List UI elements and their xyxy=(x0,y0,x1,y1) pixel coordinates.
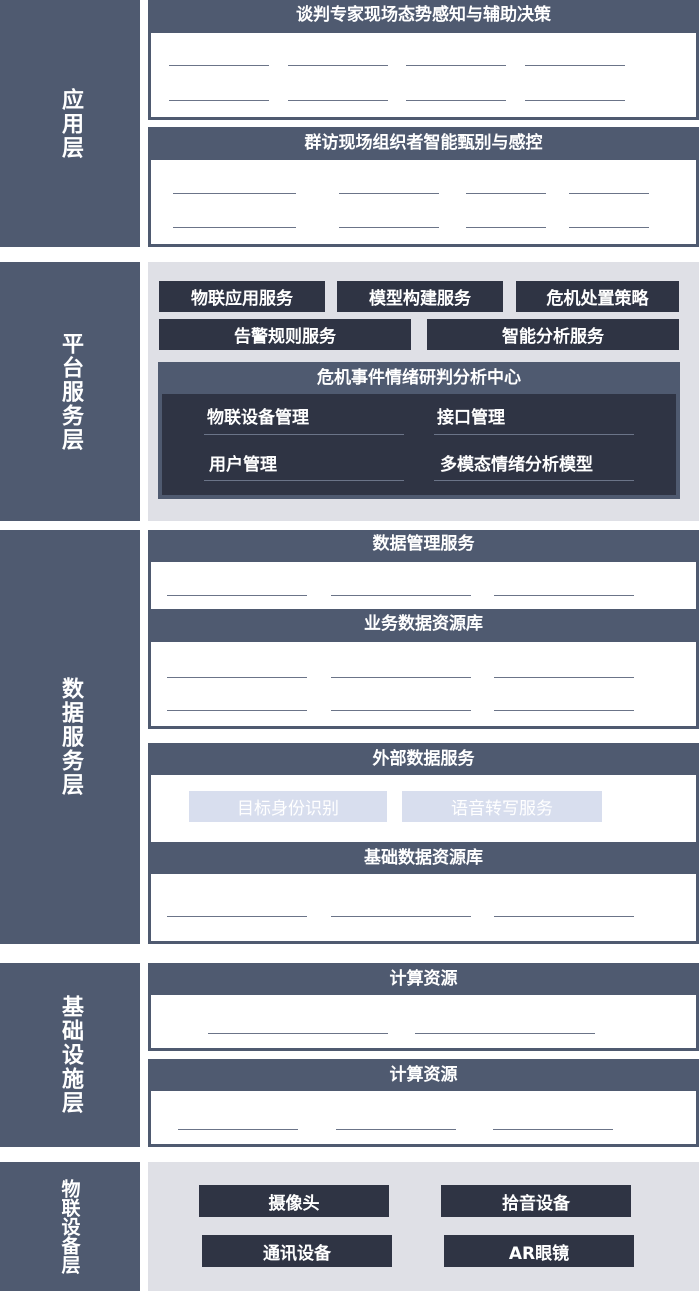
panel-title: 群访现场组织者智能甄别与感控 xyxy=(304,133,543,153)
panel-title: 外部数据服务 xyxy=(372,749,475,769)
device-microphone: 拾音设备 xyxy=(441,1185,631,1217)
placeholder-line xyxy=(494,710,634,711)
infra-panel-compute-2: 计算资源 xyxy=(148,1059,699,1147)
center-item-emotion-model: 多模态情绪分析模型 xyxy=(440,455,593,475)
placeholder-line xyxy=(406,100,506,101)
device-ar-glasses: AR眼镜 xyxy=(444,1235,634,1267)
layer-label-app: 应用层 xyxy=(0,0,140,247)
placeholder-line xyxy=(569,193,649,194)
app-panel-petition: 群访现场组织者智能甄别与感控 xyxy=(148,127,699,247)
placeholder-line xyxy=(466,227,546,228)
panel-body xyxy=(151,160,696,244)
panel-body xyxy=(151,874,696,941)
placeholder-line xyxy=(493,1129,613,1130)
device-communication: 通讯设备 xyxy=(202,1235,392,1267)
panel-title: 数据管理服务 xyxy=(372,534,475,554)
panel-body xyxy=(151,642,696,726)
placeholder-line xyxy=(173,193,296,194)
center-item-interface-mgmt: 接口管理 xyxy=(437,408,505,428)
placeholder-line xyxy=(494,916,634,917)
device-camera: 摄像头 xyxy=(199,1185,389,1217)
panel-body xyxy=(151,1091,696,1144)
placeholder-line xyxy=(339,193,439,194)
panel-body: 目标身份识别 语音转写服务 xyxy=(151,775,696,842)
placeholder-line xyxy=(167,595,307,596)
placeholder-line xyxy=(167,916,307,917)
placeholder-line xyxy=(331,710,471,711)
placeholder-line xyxy=(169,100,269,101)
panel-title: 基础数据资源库 xyxy=(364,848,483,868)
service-model-build: 模型构建服务 xyxy=(337,281,503,312)
center-item-user-mgmt: 用户管理 xyxy=(209,455,277,475)
data-panel-business: 数据管理服务 业务数据资源库 xyxy=(148,530,699,729)
placeholder-line xyxy=(173,227,296,228)
layer-label-data: 数据服务层 xyxy=(0,530,140,944)
placeholder-line xyxy=(331,677,471,678)
placeholder-line xyxy=(525,100,625,101)
placeholder-line xyxy=(288,100,388,101)
external-target-identity: 目标身份识别 xyxy=(189,791,387,822)
center-title: 危机事件情绪研判分析中心 xyxy=(317,368,521,388)
center-body: 物联设备管理 接口管理 用户管理 多模态情绪分析模型 xyxy=(162,394,676,495)
layer-label-iot: 物联设备层 xyxy=(0,1162,140,1291)
placeholder-line xyxy=(494,677,634,678)
service-crisis-strategy: 危机处置策略 xyxy=(516,281,679,312)
service-iot-app: 物联应用服务 xyxy=(159,281,325,312)
panel-body xyxy=(151,33,696,117)
placeholder-line xyxy=(494,595,634,596)
panel-title: 谈判专家现场态势感知与辅助决策 xyxy=(296,5,551,25)
external-speech-transcription: 语音转写服务 xyxy=(402,791,602,822)
data-panel-external: 外部数据服务 目标身份识别 语音转写服务 基础数据资源库 xyxy=(148,743,699,944)
layer-label-platform: 平台服务层 xyxy=(0,262,140,521)
placeholder-line xyxy=(204,480,404,481)
placeholder-line xyxy=(434,434,634,435)
placeholder-line xyxy=(336,1129,456,1130)
panel-title: 计算资源 xyxy=(389,969,458,989)
placeholder-line xyxy=(167,677,307,678)
panel-body xyxy=(151,995,696,1048)
center-item-device-mgmt: 物联设备管理 xyxy=(207,408,309,428)
placeholder-line xyxy=(204,434,404,435)
placeholder-line xyxy=(569,227,649,228)
placeholder-line xyxy=(339,227,439,228)
iot-background xyxy=(148,1162,699,1291)
placeholder-line xyxy=(406,65,506,66)
layer-label-infra: 基础设施层 xyxy=(0,963,140,1147)
placeholder-line xyxy=(178,1129,298,1130)
panel-body xyxy=(151,562,696,609)
panel-title: 业务数据资源库 xyxy=(364,614,483,634)
placeholder-line xyxy=(208,1033,388,1034)
placeholder-line xyxy=(434,480,634,481)
placeholder-line xyxy=(466,193,546,194)
service-alert-rules: 告警规则服务 xyxy=(159,319,411,350)
placeholder-line xyxy=(331,916,471,917)
emotion-analysis-center: 危机事件情绪研判分析中心 物联设备管理 接口管理 用户管理 多模态情绪分析模型 xyxy=(158,362,680,499)
placeholder-line xyxy=(415,1033,595,1034)
panel-title: 计算资源 xyxy=(389,1065,458,1085)
placeholder-line xyxy=(169,65,269,66)
app-panel-negotiation: 谈判专家现场态势感知与辅助决策 xyxy=(148,0,699,120)
infra-panel-compute-1: 计算资源 xyxy=(148,963,699,1051)
placeholder-line xyxy=(525,65,625,66)
service-smart-analysis: 智能分析服务 xyxy=(427,319,679,350)
placeholder-line xyxy=(331,595,471,596)
placeholder-line xyxy=(167,710,307,711)
placeholder-line xyxy=(288,65,388,66)
